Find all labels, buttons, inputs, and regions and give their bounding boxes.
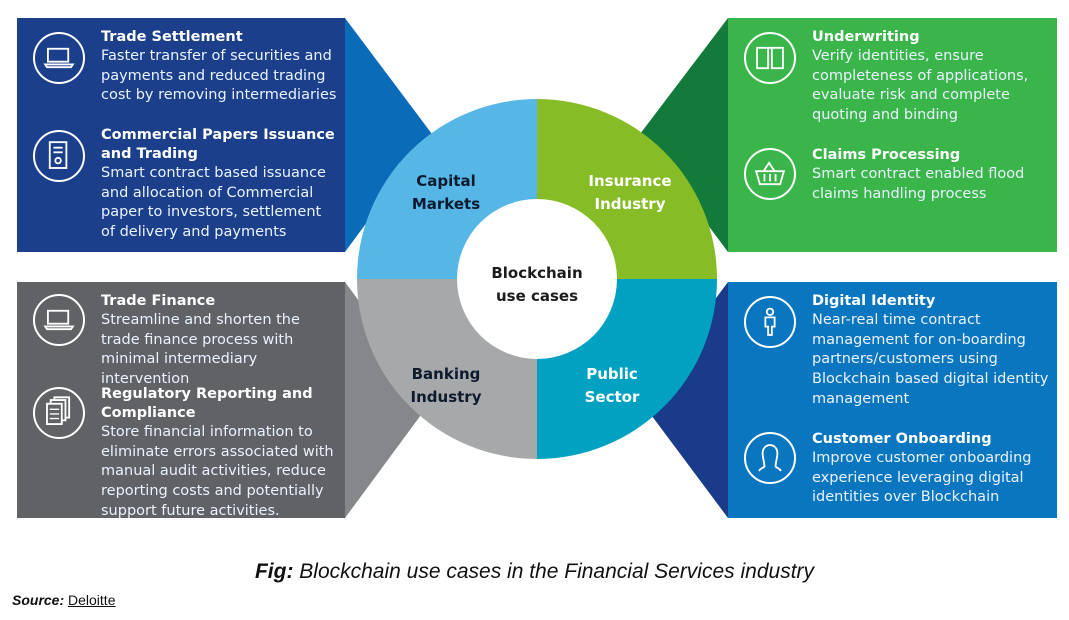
segment-label-line: Capital — [416, 172, 476, 190]
use-case-description: Faster transfer of securities and paymen… — [101, 48, 337, 104]
connector-insurance — [640, 18, 728, 252]
source-line: Source: Deloitte — [12, 592, 115, 608]
caption-text: Blockchain use cases in the Financial Se… — [293, 560, 815, 583]
panel-public-sector: Digital Identity Near-real time contract… — [728, 282, 1057, 518]
caption-prefix: Fig: — [254, 560, 294, 583]
use-case-title: Customer Onboarding — [812, 431, 992, 447]
segment-label-capital: Capital Markets — [396, 170, 496, 216]
use-case-description: Improve customer onboarding experience l… — [812, 450, 1032, 506]
figure-caption: Fig: Blockchain use cases in the Financi… — [0, 560, 1069, 584]
use-case-title: Underwriting — [812, 29, 920, 45]
use-case-title: Commercial Papers Issuance and Trading — [101, 127, 335, 162]
person-icon — [744, 296, 796, 348]
center-label-line: use cases — [495, 287, 579, 305]
use-case-description: Verify identities, ensure completeness o… — [812, 48, 1029, 124]
panel-banking-industry: Trade Finance Streamline and shorten the… — [17, 282, 345, 519]
basket-icon — [744, 148, 796, 200]
center-circle — [457, 199, 617, 359]
use-case-description: Smart contract enabled flood claims hand… — [812, 166, 1025, 202]
segment-label-banking: Banking Industry — [396, 363, 496, 409]
source-link[interactable]: Deloitte — [68, 592, 116, 608]
source-label: Source: — [12, 592, 65, 608]
document-icon — [33, 130, 85, 182]
use-case-description: Store financial information to eliminate… — [101, 424, 334, 519]
segment-label-line: Banking — [411, 365, 481, 383]
use-case-title: Digital Identity — [812, 293, 936, 309]
center-label: Blockchain use cases — [470, 262, 604, 308]
panel-capital-markets: Trade Settlement Faster transfer of secu… — [17, 18, 345, 252]
laptop-icon — [33, 32, 85, 84]
center-label-line: Blockchain — [491, 264, 583, 282]
segment-label-public: Public Sector — [567, 363, 657, 409]
use-case-title: Trade Settlement — [101, 29, 243, 45]
segment-label-line: Industry — [410, 388, 482, 406]
head-icon — [744, 432, 796, 484]
use-case-title: Claims Processing — [812, 147, 961, 163]
files-icon — [33, 387, 85, 439]
segment-label-line: Sector — [584, 388, 640, 406]
use-case-description: Near-real time contract management for o… — [812, 312, 1049, 407]
use-case-description: Smart contract based issuance and alloca… — [101, 165, 326, 241]
connector-public — [640, 282, 728, 518]
laptop-icon — [33, 294, 85, 346]
book-icon — [744, 32, 796, 84]
segment-label-line: Markets — [411, 195, 481, 213]
use-case-title: Trade Finance — [101, 293, 216, 309]
segment-label-insurance: Insurance Industry — [575, 170, 685, 216]
connector-banking — [345, 282, 432, 518]
use-case-title: Regulatory Reporting and Compliance — [101, 386, 313, 421]
panel-insurance-industry: Underwriting Verify identities, ensure c… — [728, 18, 1057, 252]
segment-label-line: Industry — [594, 195, 666, 213]
connector-capital — [345, 18, 432, 252]
use-case-description: Streamline and shorten the trade finance… — [101, 312, 300, 388]
segment-label-line: Public — [586, 365, 638, 383]
segment-label-line: Insurance — [588, 172, 672, 190]
